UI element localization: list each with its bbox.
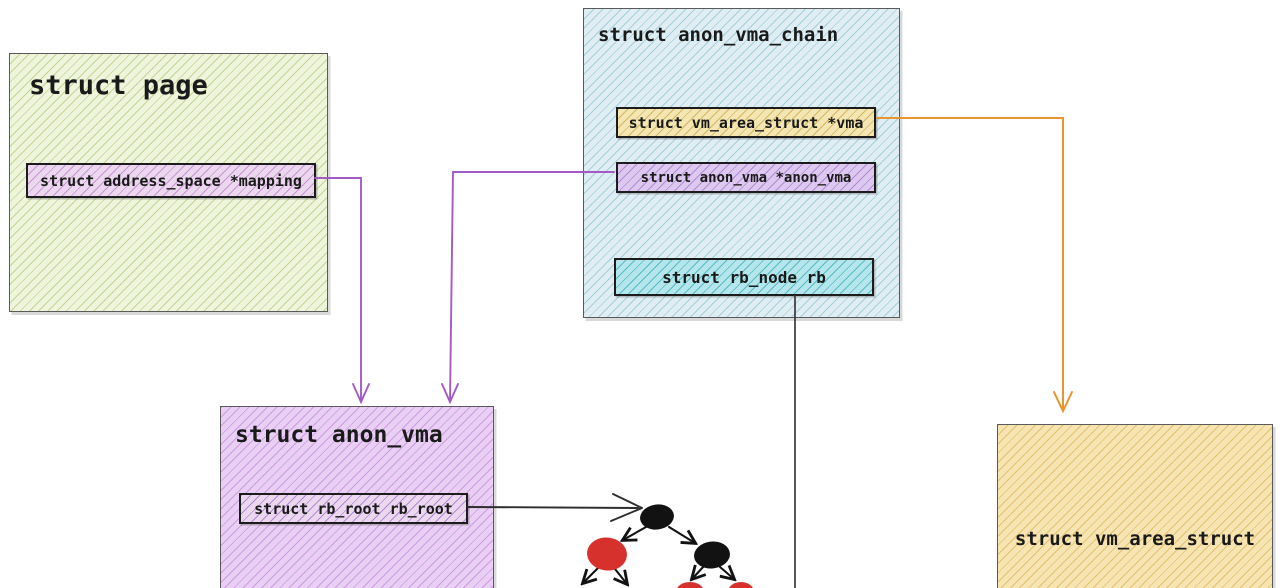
tree-node-right-left-leaf	[677, 582, 703, 588]
struct-anon-vma-title: struct anon_vma	[235, 422, 443, 448]
red-black-tree	[583, 504, 753, 588]
arrow-rb-root-to-tree-root	[467, 493, 643, 522]
tree-edge-root-left	[623, 525, 648, 540]
tree-edge-left-downright	[615, 567, 627, 584]
tree-node-root	[640, 504, 674, 530]
tree-edge-root-right	[667, 525, 695, 543]
tree-node-right-child	[694, 541, 730, 569]
struct-vm-area-struct-title: struct vm_area_struct	[1014, 528, 1256, 550]
vma-field: struct vm_area_struct *vma	[616, 107, 876, 138]
arrow-vma-field-to-vm-area-struct	[876, 117, 1073, 414]
struct-vm-area-struct-box: struct vm_area_struct	[997, 424, 1273, 588]
struct-page-title: struct page	[29, 70, 208, 101]
struct-anon-vma-box: struct anon_vma struct rb_root rb_root	[220, 406, 494, 588]
tree-edge-left-downleft	[583, 566, 600, 583]
mapping-field: struct address_space *mapping	[26, 163, 316, 198]
rb-node-field: struct rb_node rb	[614, 258, 874, 296]
tree-node-right-right-leaf	[729, 582, 753, 588]
tree-node-left-child	[587, 537, 627, 571]
anon-vma-field: struct anon_vma *anon_vma	[616, 162, 876, 193]
rb-root-field: struct rb_root rb_root	[239, 493, 468, 524]
tree-edge-right-downleft	[692, 566, 704, 579]
struct-page-box: struct page struct address_space *mappin…	[9, 53, 328, 312]
struct-anon-vma-chain-title: struct anon_vma_chain	[598, 24, 839, 46]
tree-edge-right-downright	[718, 567, 734, 579]
struct-anon-vma-chain-box: struct anon_vma_chain struct vm_area_str…	[583, 8, 900, 318]
